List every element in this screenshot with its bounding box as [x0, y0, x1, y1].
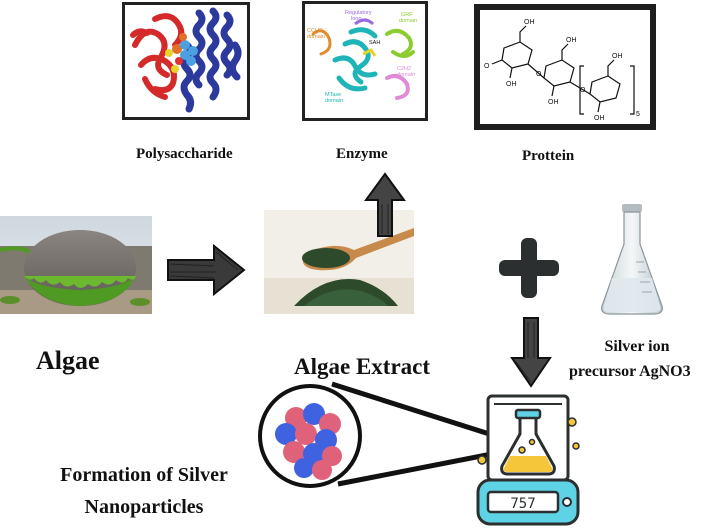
reactor-scale-icon: 757	[472, 390, 584, 528]
nanoparticle-zoom-circle	[256, 382, 364, 490]
scale-display-value: 757	[510, 496, 535, 512]
formation-label-line2: Nanoparticles	[24, 496, 264, 519]
formation-label-line1: Formation of Silver	[24, 464, 264, 487]
